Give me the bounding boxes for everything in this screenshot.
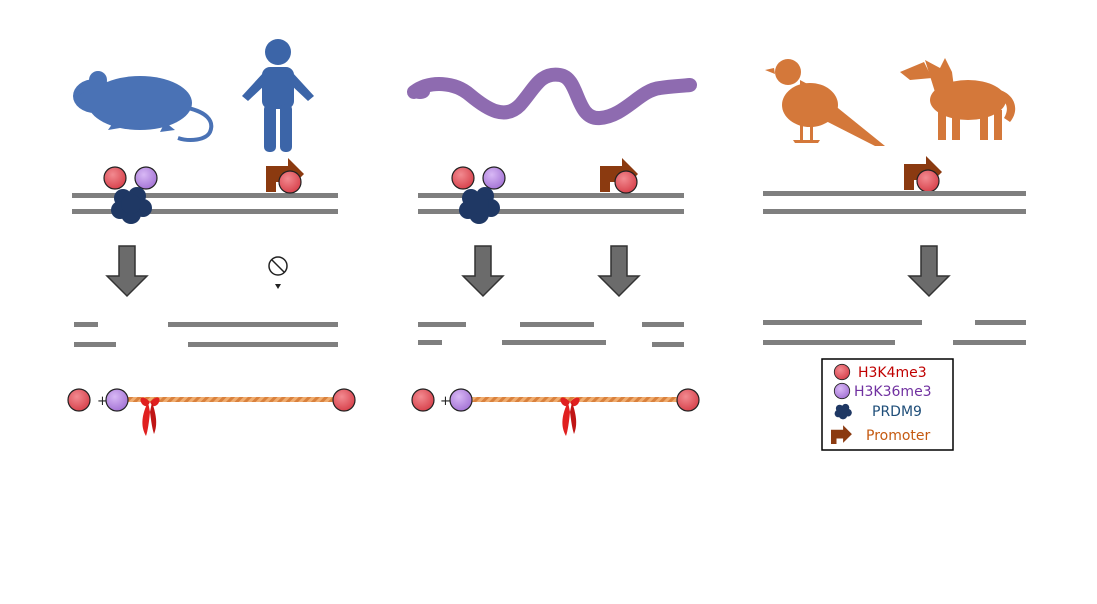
legend: H3K4me3 H3K36me3 PRDM9 Promoter bbox=[821, 358, 954, 451]
dog-silhouette-icon bbox=[900, 58, 1016, 140]
mouse-silhouette-icon bbox=[73, 71, 214, 142]
dna-double-strand bbox=[418, 193, 684, 214]
panel-1: + bbox=[67, 39, 356, 436]
h3k4me3-mark bbox=[916, 169, 940, 193]
broken-dna bbox=[74, 322, 338, 347]
no-break-icon bbox=[268, 256, 288, 289]
down-arrow bbox=[908, 245, 950, 297]
dna-double-strand bbox=[763, 191, 1026, 214]
broken-dna bbox=[763, 320, 1026, 345]
snake-silhouette-icon bbox=[407, 67, 697, 125]
legend-item-prdm9: PRDM9 bbox=[834, 403, 922, 420]
h3k4me3-mark bbox=[103, 166, 127, 190]
prdm9-protein bbox=[111, 187, 152, 224]
legend-label-promoter: Promoter bbox=[866, 428, 931, 444]
broken-dna bbox=[418, 322, 684, 347]
h3k4me3-mark bbox=[278, 170, 302, 194]
svg-text:+: + bbox=[97, 394, 108, 409]
panel-2: + bbox=[407, 67, 700, 436]
h3k4me3-mark bbox=[451, 166, 475, 190]
panel-3 bbox=[763, 58, 1026, 345]
legend-item-promoter: Promoter bbox=[831, 425, 931, 444]
legend-label-h3k4me3: H3K4me3 bbox=[858, 365, 927, 381]
svg-text:+: + bbox=[440, 394, 451, 409]
prdm9-protein bbox=[459, 187, 500, 224]
h3k36me3-mark bbox=[482, 166, 506, 190]
h3k4me3-mark bbox=[614, 170, 638, 194]
legend-item-h3k36me3: H3K36me3 bbox=[833, 382, 932, 400]
legend-item-h3k4me3: H3K4me3 bbox=[833, 363, 927, 381]
crossover-rope: + bbox=[411, 388, 700, 436]
h3k36me3-mark bbox=[134, 166, 158, 190]
legend-label-prdm9: PRDM9 bbox=[872, 404, 922, 420]
legend-label-h3k36me3: H3K36me3 bbox=[854, 384, 932, 400]
down-arrow bbox=[598, 245, 640, 297]
crossover-rope: + bbox=[67, 388, 356, 436]
down-arrow bbox=[462, 245, 504, 297]
bird-silhouette-icon bbox=[765, 59, 885, 146]
human-silhouette-icon bbox=[242, 39, 314, 152]
dna-double-strand bbox=[72, 193, 338, 214]
down-arrow bbox=[106, 245, 148, 297]
